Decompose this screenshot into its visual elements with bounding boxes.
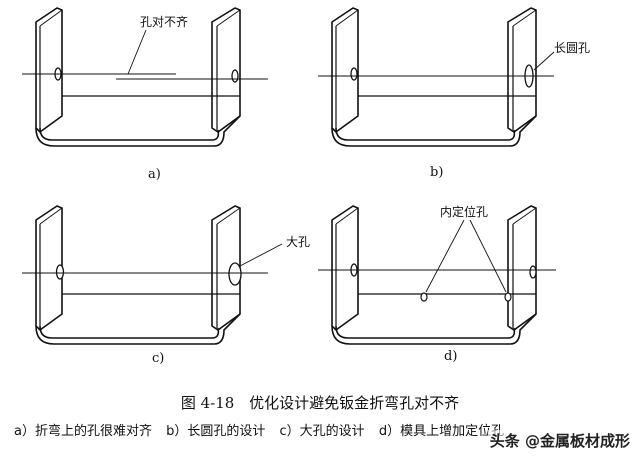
subcaption-b: b）长圆孔的设计 [166, 424, 266, 439]
bracket-figure: 孔对不齐 a) 长圆孔 b) 大孔 c) 内定位孔 d) [22, 7, 590, 366]
locating-hole [420, 292, 428, 302]
annotation-misaligned-holes: 孔对不齐 [140, 14, 188, 29]
subcaption-c: c）大孔的设计 [279, 424, 365, 439]
subcaption-a: a）折弯上的孔很难对齐 [14, 424, 152, 439]
annotation-large-hole: 大孔 [286, 235, 310, 249]
panel-b: 长圆孔 b) [318, 7, 590, 180]
panel-label-a: a) [148, 167, 161, 182]
panel-label-c: c) [152, 351, 164, 366]
annotation-locating-holes: 内定位孔 [440, 204, 488, 219]
annotation-slotted-hole: 长圆孔 [554, 41, 590, 55]
subcaptions: a）折弯上的孔很难对齐 b）长圆孔的设计 c）大孔的设计 d）模具上增加定位孔 [14, 420, 634, 439]
panel-c: 大孔 c) [22, 205, 310, 366]
panel-label-b: b) [430, 165, 443, 180]
panel-a: 孔对不齐 a) [22, 7, 268, 182]
hole [55, 264, 65, 280]
hole [231, 69, 239, 83]
figure-caption: 图 4-18 优化设计避免钣金折弯孔对不齐 [0, 392, 640, 413]
figure-number: 图 4-18 [180, 394, 235, 412]
watermark: 头条 @金属板材成形 [487, 430, 632, 451]
panel-label-d: d) [444, 349, 457, 364]
figure-title: 优化设计避免钣金折弯孔对不齐 [249, 394, 460, 412]
locating-hole [504, 292, 512, 302]
subcaption-d: d）模具上增加定位孔 [378, 424, 505, 439]
large-hole [228, 262, 242, 286]
hole [350, 67, 358, 81]
hole [529, 265, 537, 279]
panel-d: 内定位孔 d) [318, 204, 556, 364]
